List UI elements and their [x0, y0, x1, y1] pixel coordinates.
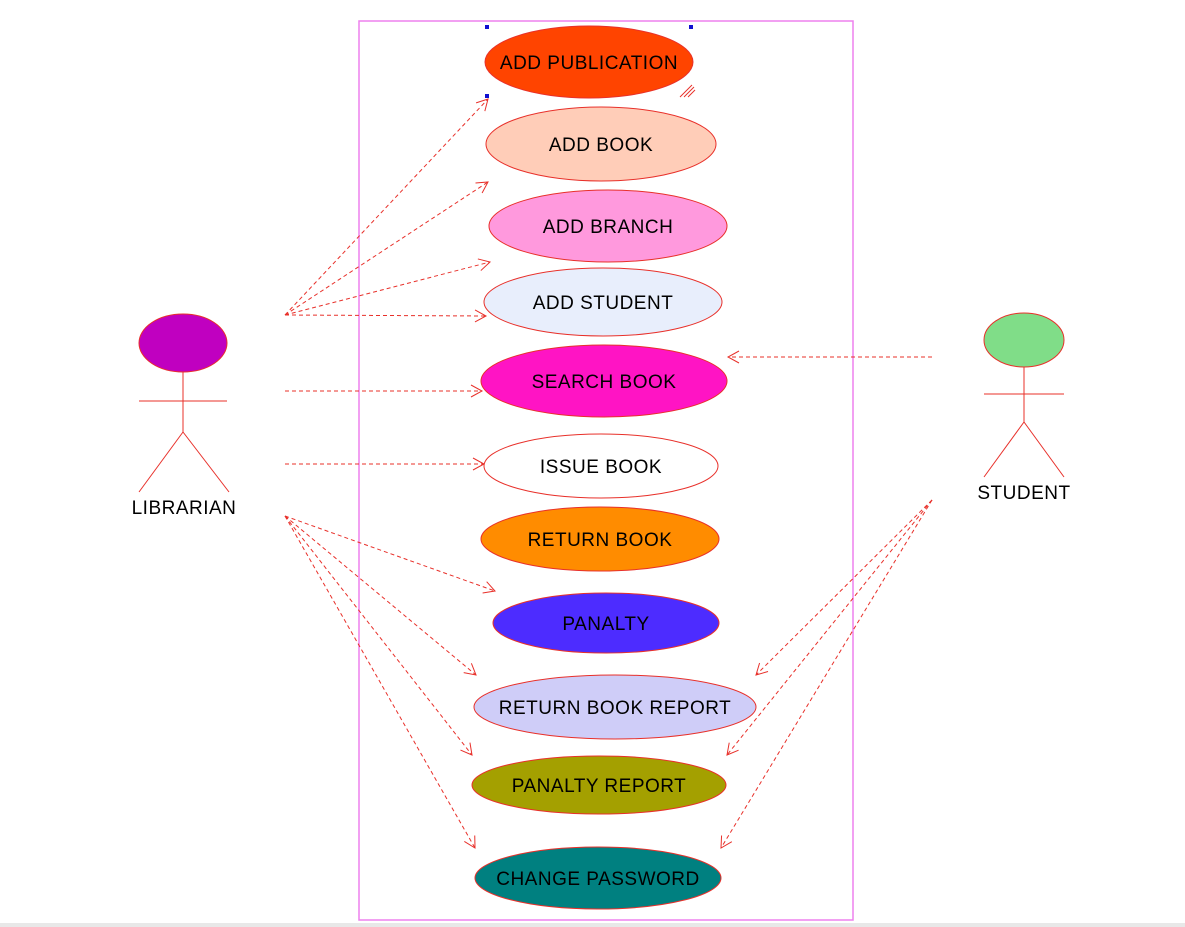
use-case-issue-book[interactable]: ISSUE BOOK	[483, 433, 719, 499]
use-case-label: RETURN BOOK REPORT	[499, 698, 731, 719]
association-librarian-8[interactable]	[284, 515, 477, 676]
selection-handle-tr[interactable]	[689, 25, 693, 29]
use-case-label: CHANGE PASSWORD	[496, 869, 700, 890]
use-case-add-branch[interactable]: ADD BRANCH	[488, 189, 728, 263]
librarian-left-leg	[138, 431, 184, 493]
use-case-add-student[interactable]: ADD STUDENT	[483, 267, 723, 337]
association-lines	[284, 98, 933, 849]
association-librarian-1[interactable]	[284, 181, 489, 316]
actor-label-librarian: LIBRARIAN	[132, 498, 237, 519]
use-case-ellipse	[488, 189, 728, 263]
use-cases: ADD PUBLICATION ADD BOOK ADD BRANCH ADD STU…	[471, 25, 757, 910]
association-student-10[interactable]	[720, 499, 933, 849]
use-case-search-book[interactable]: SEARCH BOOK	[480, 344, 728, 418]
use-case-ellipse	[484, 25, 694, 99]
actor-label-student: STUDENT	[977, 483, 1070, 504]
selection-handle-tl[interactable]	[485, 25, 489, 29]
use-case-label: ADD BOOK	[549, 135, 653, 156]
resize-grip-icon[interactable]	[679, 84, 696, 98]
selection-handle-bl[interactable]	[485, 94, 489, 98]
use-case-add-book[interactable]: ADD BOOK	[485, 106, 717, 182]
association-librarian-7[interactable]	[284, 515, 496, 594]
canvas-bottom-edge	[0, 923, 1185, 927]
use-case-ellipse	[485, 106, 717, 182]
selection-handles	[485, 25, 696, 98]
student-left-leg	[983, 421, 1025, 478]
association-librarian-10[interactable]	[284, 515, 476, 849]
association-student-9[interactable]	[726, 499, 933, 756]
use-case-ellipse	[471, 755, 727, 815]
association-librarian-2[interactable]	[284, 258, 492, 316]
use-case-label: PANALTY	[562, 614, 649, 635]
use-case-label: RETURN BOOK	[528, 530, 673, 551]
use-case-label: ADD PUBLICATION	[500, 53, 678, 74]
use-case-panalty-report[interactable]: PANALTY REPORT	[471, 755, 727, 815]
association-librarian-0[interactable]	[284, 98, 489, 316]
use-case-return-book[interactable]: RETURN BOOK	[480, 506, 720, 572]
use-case-ellipse	[473, 674, 757, 740]
system-boundary	[358, 20, 854, 921]
actor-librarian[interactable]: LIBRARIAN	[132, 313, 237, 519]
use-case-label: PANALTY REPORT	[512, 776, 687, 797]
student-head	[983, 312, 1065, 368]
use-case-ellipse	[492, 592, 720, 654]
use-case-return-book-report[interactable]: RETURN BOOK REPORT	[473, 674, 757, 740]
use-case-ellipse	[480, 506, 720, 572]
use-case-change-password[interactable]: CHANGE PASSWORD	[474, 846, 722, 910]
librarian-right-leg	[182, 431, 230, 493]
use-case-add-publication[interactable]: ADD PUBLICATION	[484, 25, 694, 99]
librarian-head	[138, 313, 228, 373]
use-case-label: SEARCH BOOK	[532, 372, 677, 393]
use-case-label: ADD STUDENT	[533, 293, 674, 314]
association-librarian-9[interactable]	[284, 515, 473, 756]
use-case-label: ADD BRANCH	[543, 217, 674, 238]
use-case-panalty[interactable]: PANALTY	[492, 592, 720, 654]
use-case-ellipse	[483, 267, 723, 337]
association-student-8[interactable]	[755, 499, 933, 676]
use-case-ellipse	[474, 846, 722, 910]
association-librarian-3[interactable]	[284, 309, 488, 323]
actor-student[interactable]: STUDENT	[977, 312, 1070, 504]
use-case-ellipse	[480, 344, 728, 418]
use-case-label: ISSUE BOOK	[540, 457, 662, 478]
student-right-leg	[1023, 421, 1065, 478]
use-case-ellipse	[483, 433, 719, 499]
